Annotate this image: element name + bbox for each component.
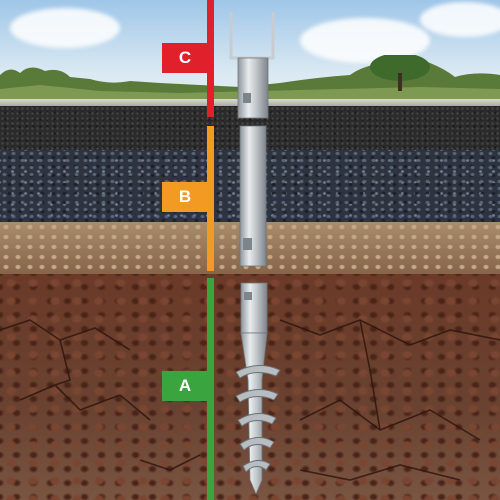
cloud	[420, 2, 500, 37]
zone-c-bar	[207, 0, 214, 117]
zone-b-label: B	[162, 182, 208, 212]
zone-c-label: C	[162, 43, 208, 73]
zone-a-label: A	[162, 371, 208, 401]
cloud	[10, 8, 120, 48]
zone-b-bar	[207, 126, 214, 271]
zone-a-bar	[207, 278, 214, 500]
